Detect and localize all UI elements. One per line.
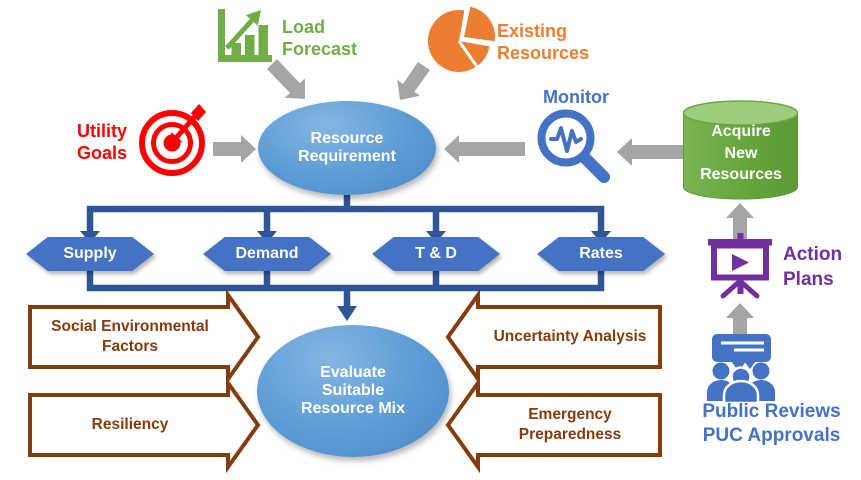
td-label: T & D — [415, 245, 457, 262]
resiliency-arrow-shape — [28, 376, 261, 474]
evaluate-mix-node: Evaluate Suitable Resource Mix — [257, 325, 449, 457]
emergency-arrow-shape — [445, 376, 662, 474]
arrow-loadforecast-to-requirement — [267, 59, 305, 99]
arrow-goals-to-requirement — [213, 135, 256, 163]
public-reviews-label: Public Reviews PUC Approvals — [702, 401, 841, 446]
people-discussion-icon — [707, 334, 775, 405]
uncertainty-arrow-shape — [445, 288, 662, 386]
hexagon-supply: Supply — [26, 237, 154, 271]
social-environmental-label: Social Environmental Factors — [51, 318, 209, 356]
hexagon-rates: Rates — [537, 237, 665, 271]
arrow-actionplans-to-acquire — [726, 203, 754, 240]
tree-bottom-bar — [86, 269, 605, 292]
target-dart-icon — [139, 104, 206, 176]
evaluate-mix-label: Evaluate Suitable Resource Mix — [300, 364, 406, 417]
load-forecast-label: Load Forecast — [282, 17, 358, 59]
arrow-acquire-to-monitor — [617, 138, 695, 166]
emergency-label: Emergency Preparedness — [518, 406, 622, 444]
factor-arrows — [28, 288, 662, 474]
action-plans-label: Action Plans — [783, 244, 843, 290]
acquire-new-resources-label: Acquire New Resources — [700, 123, 782, 184]
hexagon-demand: Demand — [203, 237, 331, 271]
database-cylinder-shape — [682, 100, 799, 200]
supply-label: Supply — [63, 245, 117, 262]
presentation-easel-icon — [708, 233, 772, 299]
arrow-monitor-to-requirement — [444, 135, 525, 163]
connector-tree — [86, 191, 605, 308]
arrowhead-evaluate — [337, 306, 357, 321]
existing-resources-label: Existing Resources — [497, 21, 590, 63]
rates-label: Rates — [579, 245, 623, 262]
hexagon-td: T & D — [372, 237, 500, 271]
resource-requirement-label: Resource Requirement — [298, 130, 396, 165]
arrow-existing-to-requirement — [397, 62, 430, 100]
magnifier-pulse-icon — [537, 109, 610, 183]
resource-requirement-node: Resource Requirement — [258, 101, 436, 195]
pie-chart-icon — [427, 6, 495, 73]
bar-chart-icon — [218, 9, 272, 62]
utility-goals-label: Utility Goals — [76, 121, 128, 163]
resiliency-label: Resiliency — [91, 416, 169, 433]
social-arrow-shape — [28, 288, 261, 386]
uncertainty-label: Uncertainty Analysis — [493, 328, 647, 345]
gray-flow-arrows — [213, 59, 754, 340]
demand-label: Demand — [235, 245, 299, 262]
arrow-reviews-to-actionplans — [726, 303, 754, 340]
monitor-label: Monitor — [543, 87, 609, 107]
tree-top-bar — [86, 205, 605, 233]
